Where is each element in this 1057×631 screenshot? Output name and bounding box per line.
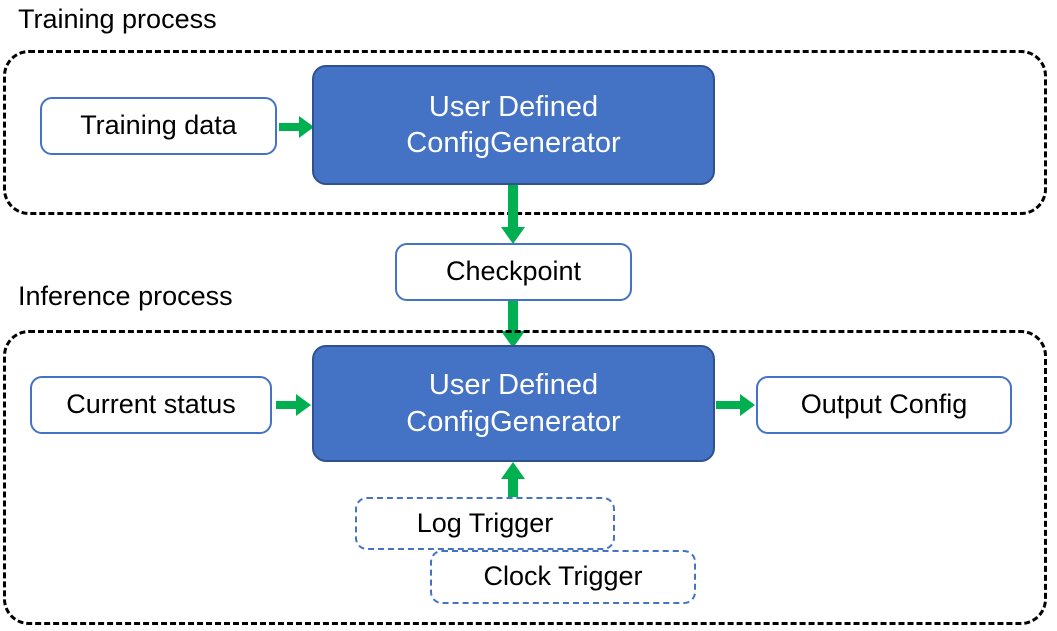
output-config-node[interactable]: Output Config (756, 376, 1012, 434)
inference-process-caption: Inference process (18, 281, 233, 311)
arrow-training-data-to-generator (279, 114, 315, 140)
training-process-caption: Training process (18, 4, 217, 34)
training-process-group (3, 50, 1047, 215)
arrow-checkpoint-to-generator (500, 301, 526, 349)
current-status-node[interactable]: Current status (30, 376, 272, 434)
user-defined-configgenerator-training-node[interactable]: User Defined ConfigGenerator (312, 65, 715, 185)
training-data-node[interactable]: Training data (40, 97, 277, 155)
checkpoint-node[interactable]: Checkpoint (395, 243, 632, 301)
clock-trigger-node[interactable]: Clock Trigger (430, 550, 696, 604)
arrow-log-trigger-to-generator (500, 462, 526, 500)
arrow-generator-to-output-config (716, 392, 756, 418)
arrow-generator-to-checkpoint (500, 185, 526, 245)
inference-process-group (3, 330, 1047, 625)
user-defined-configgenerator-inference-node[interactable]: User Defined ConfigGenerator (312, 345, 715, 462)
arrow-current-status-to-generator (276, 392, 312, 418)
log-trigger-node[interactable]: Log Trigger (355, 497, 615, 550)
